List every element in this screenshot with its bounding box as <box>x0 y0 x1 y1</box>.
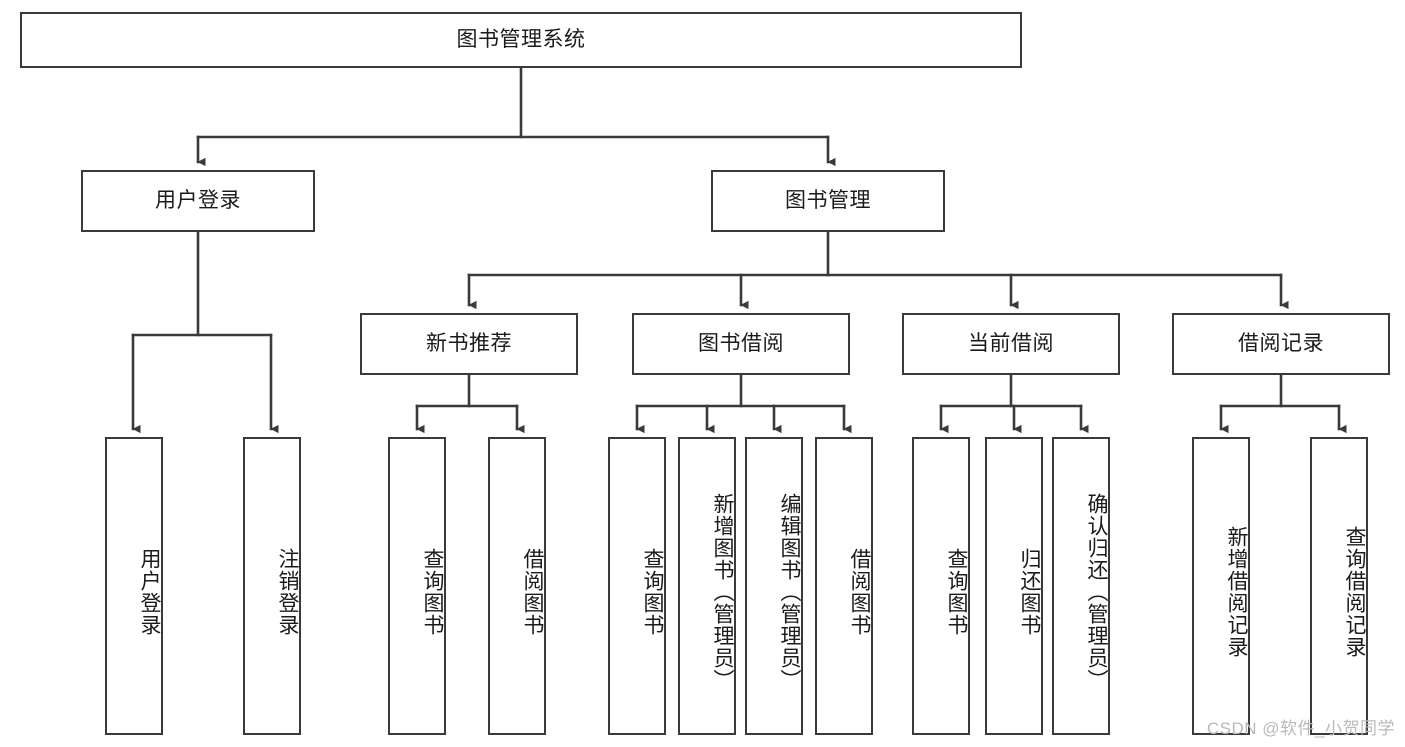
node-root-label: 图书管理系统 <box>456 28 586 52</box>
csdn-watermark: CSDN @软件_小贺同学 <box>1206 719 1395 738</box>
node-user-login[interactable]: 用户登录 <box>81 170 315 232</box>
node-leaf-query-book-3-label: 查询图书 <box>945 548 968 636</box>
node-leaf-add-borrow-record[interactable]: 新增借阅记录 <box>1192 437 1250 735</box>
node-leaf-edit-book-admin-label: 编辑图书（管理员） <box>778 493 801 691</box>
node-user-login-label: 用户登录 <box>155 189 241 213</box>
node-leaf-query-book-1[interactable]: 查询图书 <box>388 437 446 735</box>
node-leaf-query-book-1-label: 查询图书 <box>421 548 444 636</box>
node-borrow-record-label: 借阅记录 <box>1238 332 1324 356</box>
node-leaf-return-book-label: 归还图书 <box>1018 548 1041 636</box>
node-leaf-confirm-return-admin-label: 确认归还（管理员） <box>1085 493 1108 691</box>
node-leaf-borrow-book-1-label: 借阅图书 <box>521 548 544 636</box>
node-borrow-record[interactable]: 借阅记录 <box>1172 313 1390 375</box>
node-book-borrow-label: 图书借阅 <box>698 332 784 356</box>
node-leaf-borrow-book-2[interactable]: 借阅图书 <box>815 437 873 735</box>
node-leaf-query-borrow-record[interactable]: 查询借阅记录 <box>1310 437 1368 735</box>
node-leaf-user-login[interactable]: 用户登录 <box>105 437 163 735</box>
node-leaf-query-borrow-record-label: 查询借阅记录 <box>1343 526 1366 658</box>
node-leaf-query-book-2[interactable]: 查询图书 <box>608 437 666 735</box>
node-book-borrow[interactable]: 图书借阅 <box>632 313 850 375</box>
node-leaf-logout-login[interactable]: 注销登录 <box>243 437 301 735</box>
node-leaf-query-book-3[interactable]: 查询图书 <box>912 437 970 735</box>
node-book-management[interactable]: 图书管理 <box>711 170 945 232</box>
node-book-management-label: 图书管理 <box>785 189 871 213</box>
node-leaf-logout-login-label: 注销登录 <box>276 548 299 636</box>
node-leaf-query-book-2-label: 查询图书 <box>641 548 664 636</box>
node-leaf-borrow-book-1[interactable]: 借阅图书 <box>488 437 546 735</box>
node-leaf-return-book[interactable]: 归还图书 <box>985 437 1043 735</box>
node-leaf-user-login-label: 用户登录 <box>138 548 161 636</box>
node-root-system[interactable]: 图书管理系统 <box>20 12 1022 68</box>
node-leaf-add-book-admin-label: 新增图书（管理员） <box>711 493 734 691</box>
node-new-book-recommend-label: 新书推荐 <box>426 332 512 356</box>
node-new-book-recommend[interactable]: 新书推荐 <box>360 313 578 375</box>
node-current-borrow-label: 当前借阅 <box>968 332 1054 356</box>
node-leaf-add-borrow-record-label: 新增借阅记录 <box>1225 526 1248 658</box>
node-leaf-confirm-return-admin[interactable]: 确认归还（管理员） <box>1052 437 1110 735</box>
node-leaf-edit-book-admin[interactable]: 编辑图书（管理员） <box>745 437 803 735</box>
node-current-borrow[interactable]: 当前借阅 <box>902 313 1120 375</box>
node-leaf-add-book-admin[interactable]: 新增图书（管理员） <box>678 437 736 735</box>
node-leaf-borrow-book-2-label: 借阅图书 <box>848 548 871 636</box>
